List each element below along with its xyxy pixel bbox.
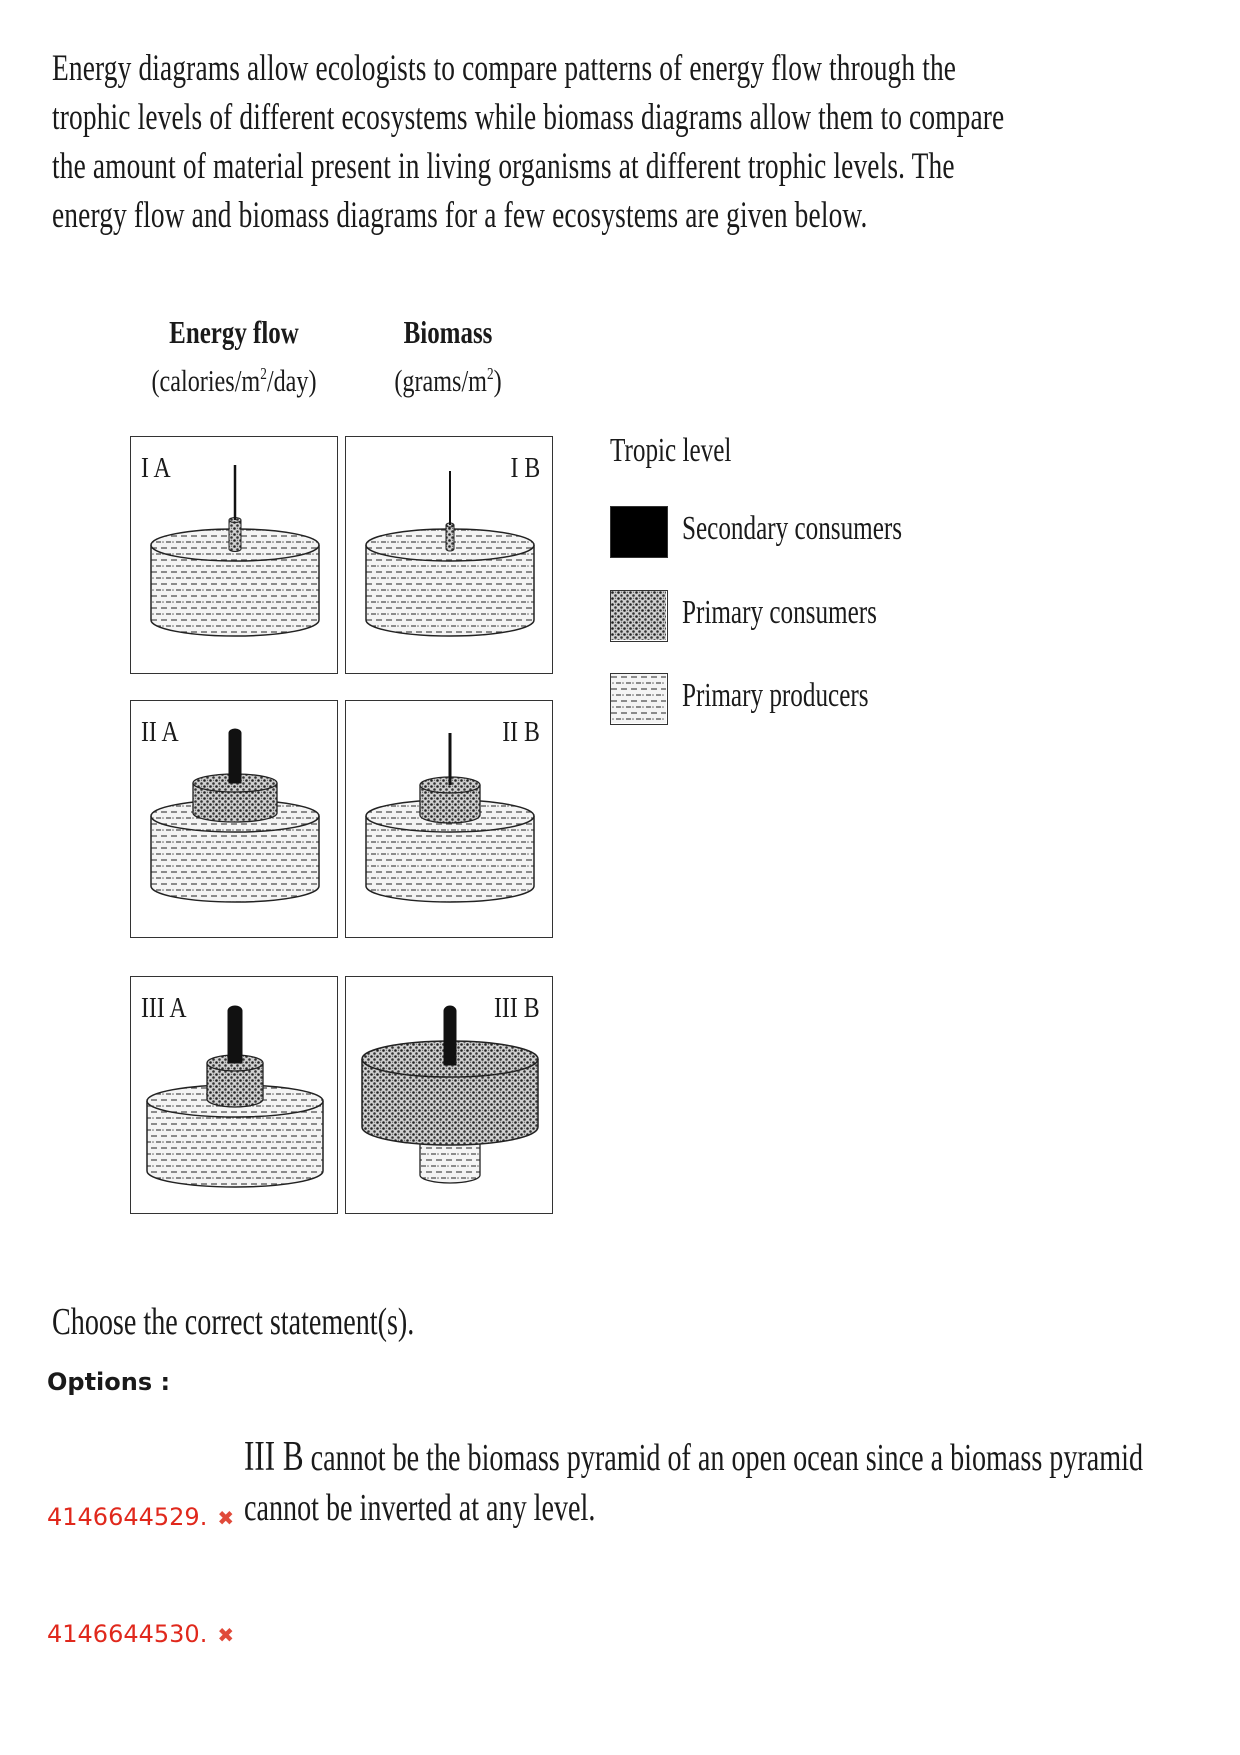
legend-swatch-stipple	[610, 590, 668, 642]
wrong-mark-icon: ✖	[217, 1623, 235, 1647]
panel-IIB: II B	[345, 700, 553, 938]
legend-item-secondary-consumers: Secondary consumers	[610, 506, 1010, 562]
energy-flow-unit: (calories/m2/day)	[151, 363, 317, 398]
panel-IB: I B	[345, 436, 553, 674]
intro-line: trophic levels of different ecosystems w…	[52, 97, 1005, 138]
option-text-line: cannot be inverted at any level.	[244, 1487, 596, 1529]
legend-swatch-solid	[610, 506, 668, 558]
wrong-mark-icon: ✖	[217, 1506, 235, 1530]
question-text: Choose the correct statement(s).	[52, 1301, 415, 1343]
biomass-header: Biomass (grams/m2)	[328, 312, 568, 403]
intro-line: energy flow and biomass diagrams for a f…	[52, 195, 868, 236]
legend-item-primary-consumers: Primary consumers	[610, 590, 1010, 646]
biomass-unit: (grams/m2)	[394, 363, 502, 398]
panel-IA: I A	[130, 436, 338, 674]
options-label: Options :	[47, 1368, 171, 1396]
intro-line: Energy diagrams allow ecologists to comp…	[52, 48, 957, 89]
legend-label: Secondary consumers	[682, 510, 903, 547]
legend-item-primary-producers: Primary producers	[610, 673, 1010, 729]
panel-IIIB: III B	[345, 976, 553, 1214]
panel-label: II A	[141, 716, 179, 748]
legend-title: Tropic level	[610, 432, 732, 469]
intro-line: the amount of material present in living…	[52, 146, 955, 187]
panel-IIIA: III A	[130, 976, 338, 1214]
panel-label: I A	[141, 452, 171, 484]
legend-swatch-dashed	[610, 673, 668, 725]
panel-label: I B	[510, 452, 540, 484]
legend-label: Primary consumers	[682, 594, 877, 631]
option-text-line: III B cannot be the biomass pyramid of a…	[244, 1434, 1144, 1480]
panel-label: III A	[141, 992, 187, 1024]
energy-flow-title: Energy flow	[169, 314, 299, 350]
panel-label: III B	[494, 992, 540, 1024]
option-id: 4146644530.✖	[47, 1620, 235, 1648]
energy-flow-header: Energy flow (calories/m2/day)	[114, 312, 354, 403]
panel-IIA: II A	[130, 700, 338, 938]
intro-paragraph: Energy diagrams allow ecologists to comp…	[52, 44, 1005, 240]
option-text: III B cannot be the biomass pyramid of a…	[244, 1432, 1144, 1533]
panel-label: II B	[502, 716, 540, 748]
biomass-title: Biomass	[403, 314, 493, 350]
option-id: 4146644529.✖	[47, 1503, 235, 1531]
legend-label: Primary producers	[682, 677, 869, 714]
